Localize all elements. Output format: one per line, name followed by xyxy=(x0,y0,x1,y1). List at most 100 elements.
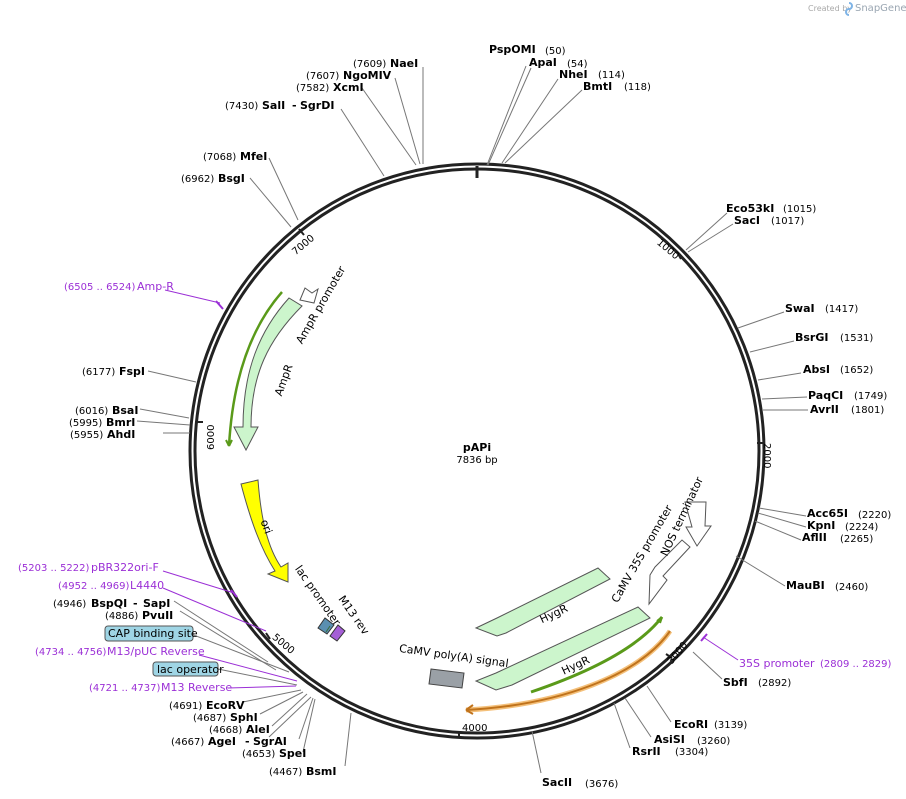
site-name: SbfI xyxy=(723,676,748,689)
site-pos: (114) xyxy=(598,70,625,81)
site-name: SwaI xyxy=(785,302,815,315)
site-pos: (3260) xyxy=(697,736,730,747)
site-name: PaqCI xyxy=(808,389,843,402)
ampr-green-arrowhead xyxy=(225,439,233,447)
ampr-promoter-label: AmpR promoter xyxy=(293,263,348,346)
site-pos: (1015) xyxy=(783,204,816,215)
primer-range: (4952 .. 4969) xyxy=(58,581,130,592)
primer-name: L4440 xyxy=(130,579,164,592)
ori-arrow xyxy=(240,479,289,583)
nos-terminator-arrow xyxy=(684,501,712,547)
site-labels: PspOMI (50) ApaI (54) NheI (114) BmtI (1… xyxy=(53,43,891,790)
cap-binding-site-label: CAP binding site xyxy=(108,627,198,640)
site-pos: (7430) xyxy=(225,101,258,112)
green-track xyxy=(530,616,664,694)
site-pos: (2224) xyxy=(845,522,878,533)
snapgene-logo-icon xyxy=(845,2,853,16)
lac-operator-label: lac operator xyxy=(157,663,224,676)
site-pos: (7068) xyxy=(203,152,236,163)
tick-6000: 6000 xyxy=(206,425,217,450)
site-pos: (1531) xyxy=(840,333,873,344)
primer-range: (4734 .. 4756) xyxy=(35,647,107,658)
site-pos: (4687) xyxy=(193,713,226,724)
site-name: AhdI xyxy=(107,428,135,441)
site-pos: (2220) xyxy=(858,510,891,521)
backbone-outer xyxy=(188,162,766,740)
credit-label: Created by xyxy=(808,4,852,13)
site-pos: (4946) xyxy=(53,599,86,610)
camv35s-arrow xyxy=(648,539,691,606)
hygr-arrow-upper xyxy=(474,567,611,637)
site-name: SgrAI xyxy=(253,735,287,748)
site-name: BmtI xyxy=(583,80,612,93)
site-pos: (4668) xyxy=(209,725,242,736)
site-name: AgeI xyxy=(208,735,236,748)
site-name: Acc65I xyxy=(807,507,848,520)
site-name: SphI xyxy=(230,711,258,724)
hygr-arrow-lower xyxy=(474,606,651,691)
primer-name: Amp-R xyxy=(137,280,174,293)
site-pos: (4653) xyxy=(242,749,275,760)
site-pos: (118) xyxy=(624,82,651,93)
green-track-arrowhead xyxy=(656,616,663,624)
site-name: BsrGI xyxy=(795,331,828,344)
lac-operator: lac operator xyxy=(152,661,298,686)
site-name: KpnI xyxy=(807,519,835,532)
site-name: NheI xyxy=(559,68,588,81)
site-name: BsaI xyxy=(112,404,138,417)
site-name: BmrI xyxy=(106,416,135,429)
site-name: NaeI xyxy=(390,57,418,70)
site-name: SapI xyxy=(143,597,170,610)
site-pos: (2460) xyxy=(835,582,868,593)
plasmid-size: 7836 bp xyxy=(456,455,497,466)
primer-range: (5203 .. 5222) xyxy=(18,563,90,574)
site-pos: (7609) xyxy=(353,59,386,70)
site-name: AleI xyxy=(246,723,270,736)
site-pos: (1652) xyxy=(840,365,873,376)
ampr-promoter-arrow xyxy=(299,287,319,304)
site-pos: (4667) xyxy=(171,737,204,748)
site-name: MfeI xyxy=(240,150,267,163)
site-pos: (5955) xyxy=(70,430,103,441)
tick-3000: 3000 xyxy=(666,640,691,667)
tick-2000: 2000 xyxy=(761,443,772,468)
site-name: AsiSI xyxy=(654,733,685,746)
site-name: FspI xyxy=(119,365,145,378)
plasmid-name: pAPi xyxy=(463,441,491,454)
lac-promoter-label: lac promoter xyxy=(292,563,343,629)
site-sep: - xyxy=(245,735,250,748)
site-sep: - xyxy=(133,597,138,610)
site-name: NgoMIV xyxy=(343,69,392,82)
m13-rev-block xyxy=(329,624,346,642)
site-name: SacII xyxy=(542,776,572,789)
primer-name: pBR322ori-F xyxy=(91,561,159,574)
site-name: EcoRV xyxy=(206,699,245,712)
lac-operator-block xyxy=(317,617,335,635)
site-pos: (50) xyxy=(545,46,566,57)
primer-range: (2809 .. 2829) xyxy=(820,659,892,670)
site-name: BspQI xyxy=(91,597,127,610)
site-name: AbsI xyxy=(803,363,830,376)
ampr-label: AmpR xyxy=(272,362,296,398)
site-pos: (6016) xyxy=(75,406,108,417)
site-pos: (4886) xyxy=(105,611,138,622)
primers: (6505 .. 6524) Amp-R (5203 .. 5222) pBR3… xyxy=(18,280,892,694)
site-name: BsgI xyxy=(218,172,245,185)
site-name: EcoRI xyxy=(674,718,708,731)
site-name: Eco53kI xyxy=(726,202,774,215)
cap-binding-site: CAP binding site xyxy=(104,625,290,673)
tick-4000: 4000 xyxy=(462,723,487,734)
primer-range: (4721 .. 4737) xyxy=(89,683,161,694)
site-name: MauBI xyxy=(786,579,825,592)
site-pos: (1017) xyxy=(771,216,804,227)
site-pos: (6177) xyxy=(82,367,115,378)
orange-track xyxy=(465,630,671,711)
primer-name: M13/pUC Reverse xyxy=(107,645,205,658)
site-pos: (4691) xyxy=(169,701,202,712)
site-pos: (6962) xyxy=(181,174,214,185)
primer-range: (6505 .. 6524) xyxy=(64,282,136,293)
site-name: SalI xyxy=(262,99,285,112)
site-pos: (2892) xyxy=(758,678,791,689)
site-pos: (1801) xyxy=(851,405,884,416)
